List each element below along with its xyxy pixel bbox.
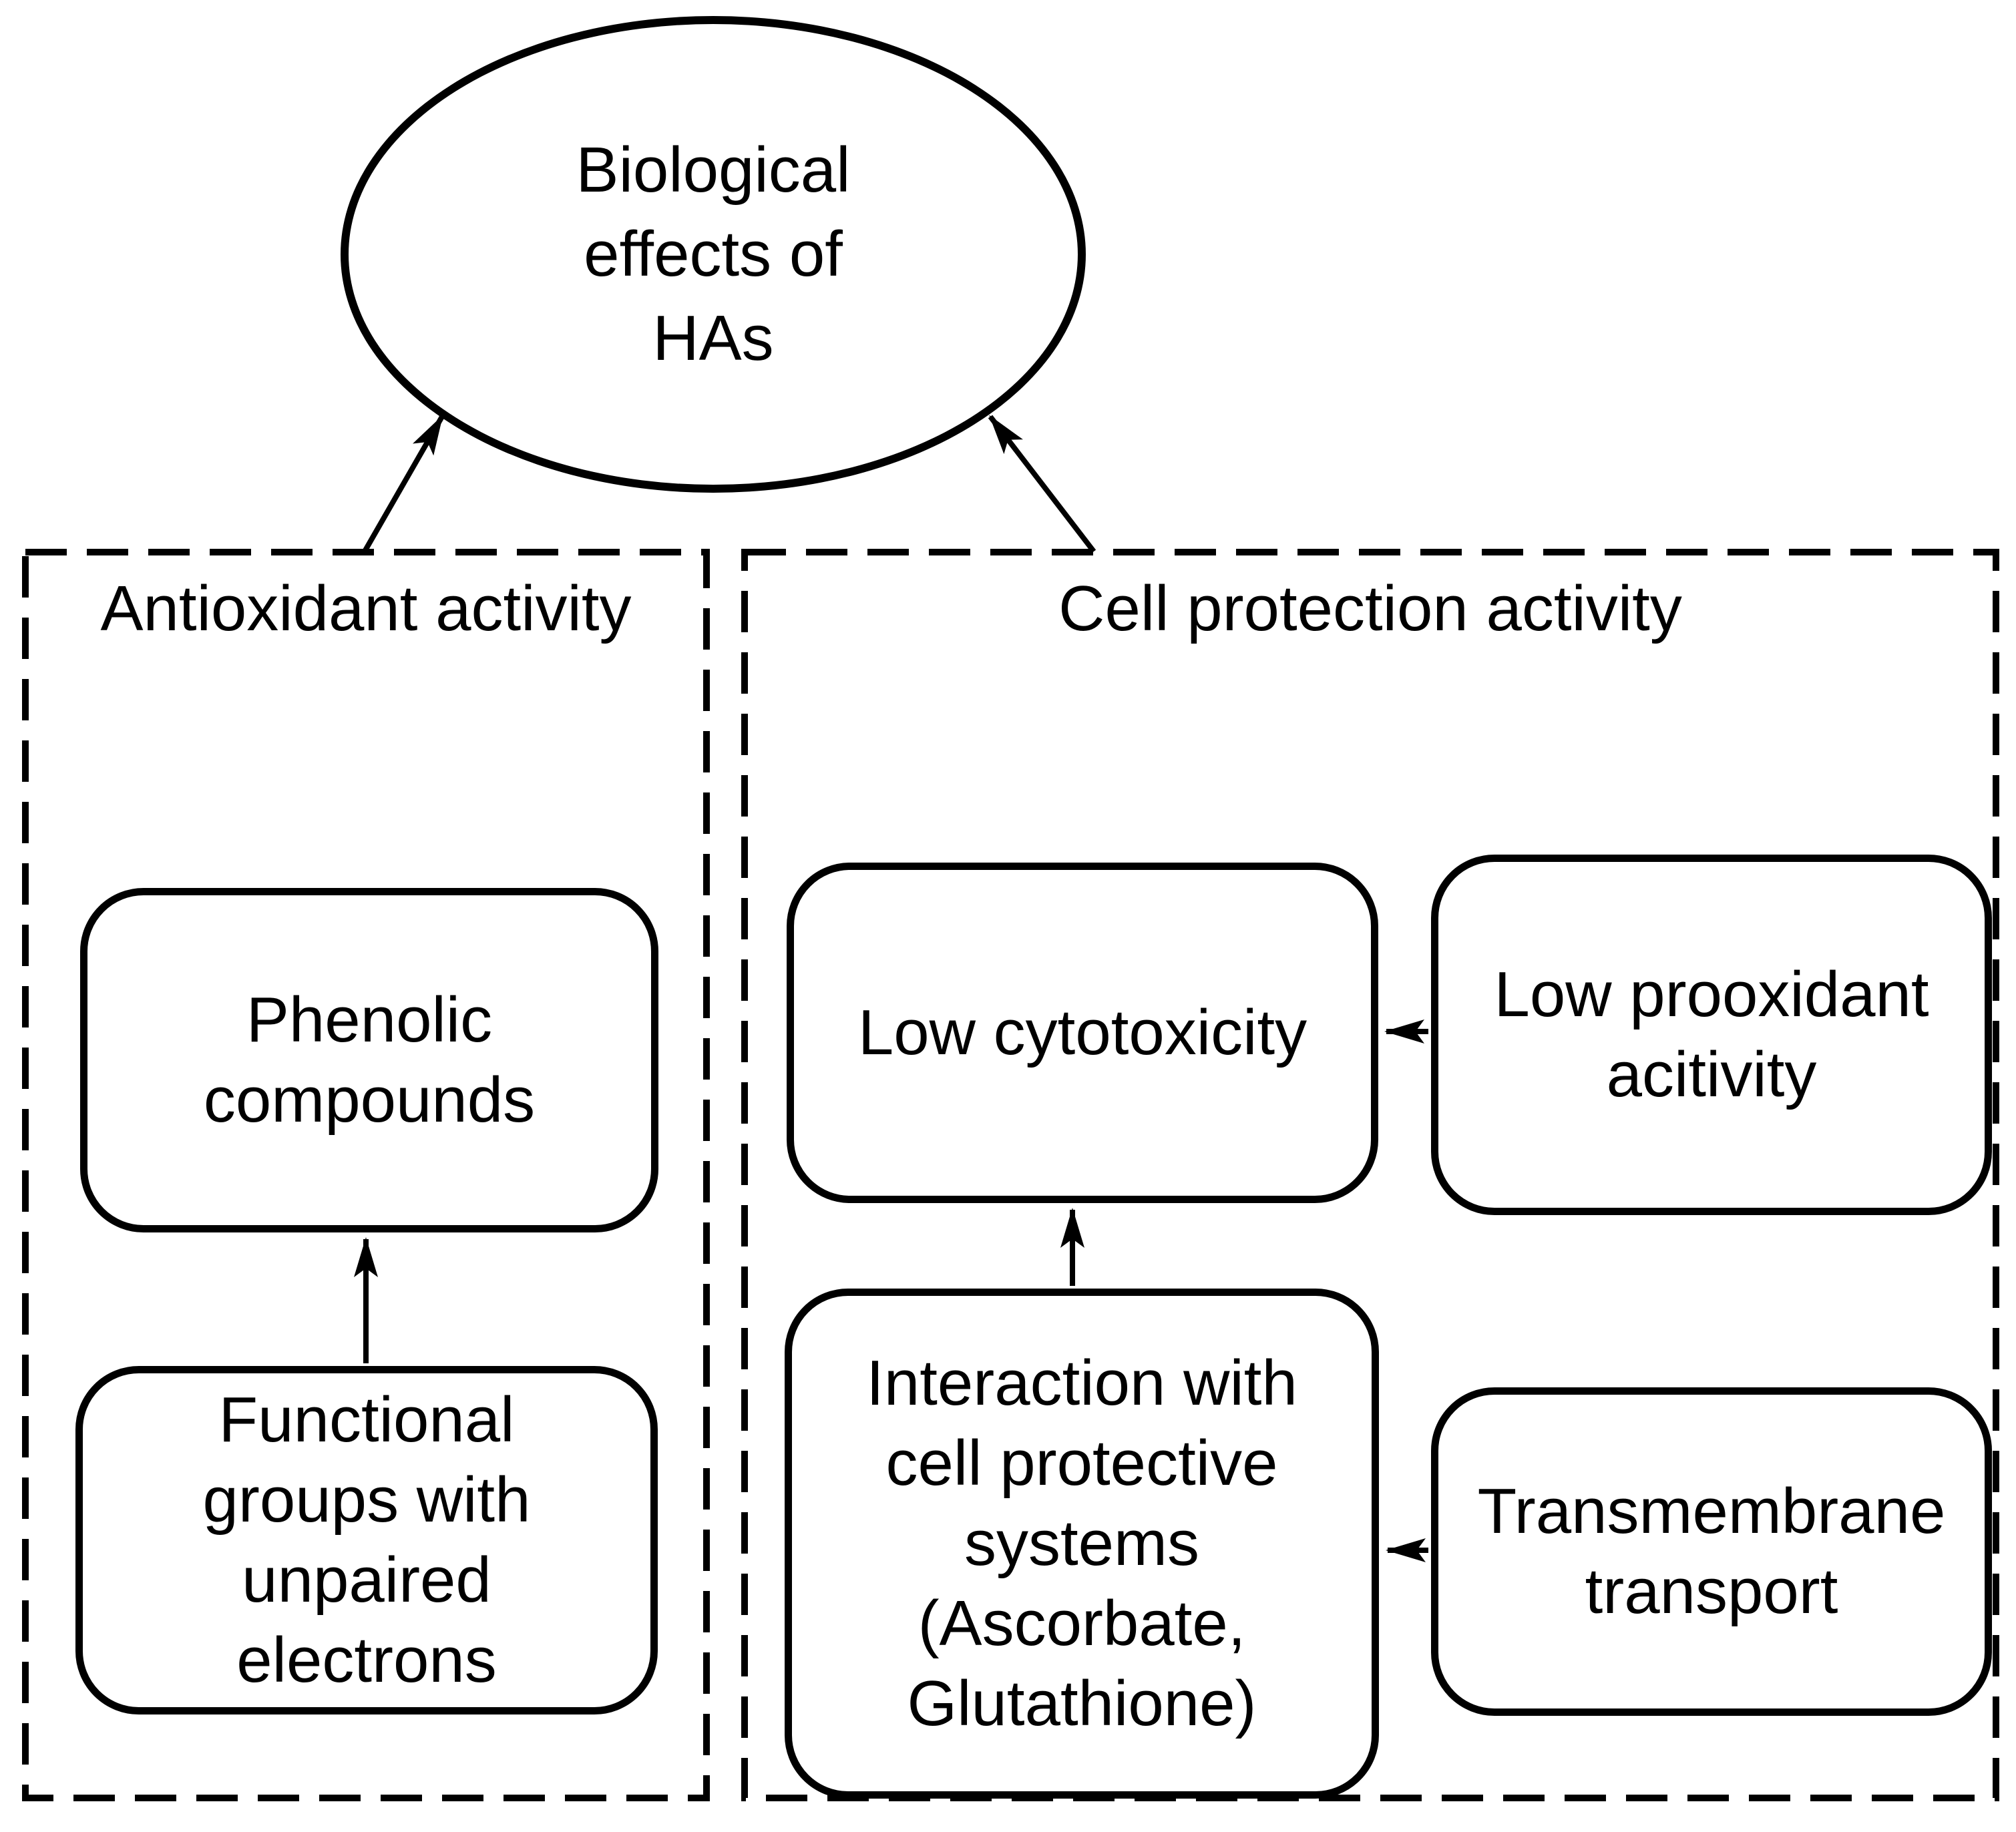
- node-interaction-cell-protective-systems: Interaction with cell protective systems…: [785, 1289, 1379, 1799]
- group-title-cell-protection-activity: Cell protection activity: [1058, 573, 1682, 644]
- node-label: Functional groups with unpaired electron…: [202, 1384, 531, 1696]
- node-biological-effects-of-has: Biological effects of HAs: [341, 16, 1086, 493]
- node-phenolic-compounds: Phenolic compounds: [80, 888, 658, 1232]
- node-label: Biological effects of HAs: [576, 134, 851, 374]
- arrow-cell-protection-to-effects: [988, 415, 1096, 553]
- node-label: Interaction with cell protective systems…: [866, 1347, 1297, 1739]
- node-label: Low prooxidant acitivity: [1494, 959, 1929, 1110]
- cell-protection-group-border: [741, 549, 1999, 1801]
- node-label: Low cytotoxicity: [857, 997, 1307, 1068]
- node-label: Transmembrane transport: [1477, 1475, 1946, 1627]
- node-transmembrane-transport: Transmembrane transport: [1431, 1387, 1992, 1716]
- node-low-prooxidant-activity: Low prooxidant acitivity: [1431, 855, 1992, 1215]
- node-label: Phenolic compounds: [203, 984, 536, 1136]
- node-low-cytotoxicity: Low cytotoxicity: [787, 863, 1378, 1203]
- arrow-antioxidant-to-effects: [362, 415, 445, 553]
- node-functional-groups: Functional groups with unpaired electron…: [75, 1366, 658, 1714]
- group-title-antioxidant-activity: Antioxidant activity: [100, 573, 632, 644]
